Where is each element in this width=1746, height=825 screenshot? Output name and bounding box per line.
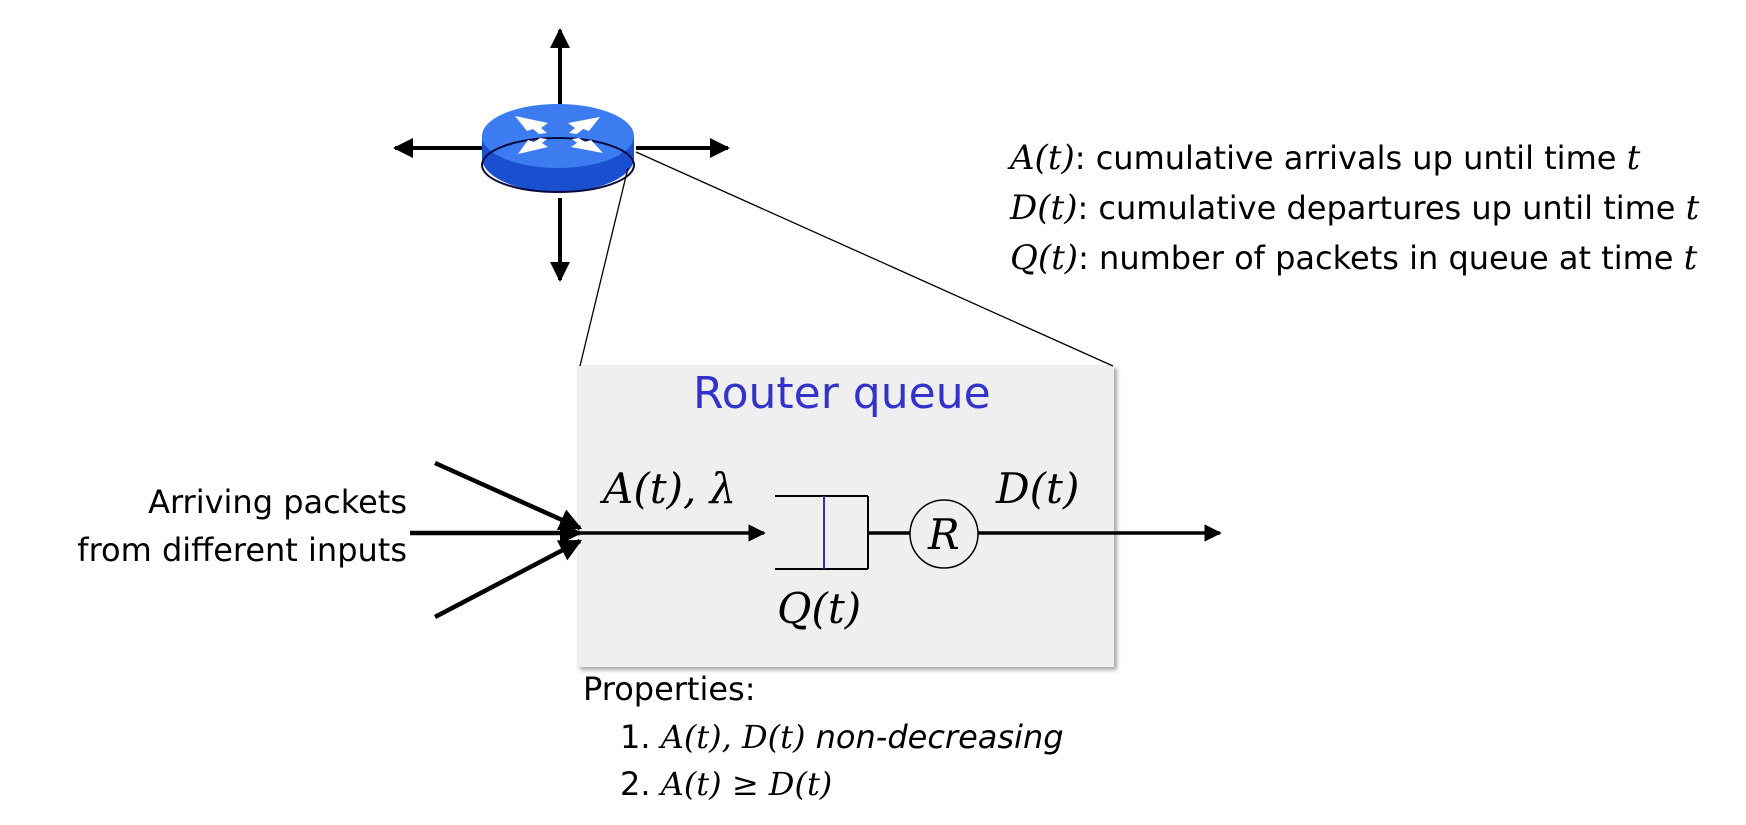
router-icon [481,104,635,193]
definition-arrivals: A(t): cumulative arrivals up until time … [1010,138,1640,178]
queue-label: Q(t) [777,584,862,633]
definition-var: t [1626,138,1641,178]
input-label: Arriving packets from different inputs [77,478,407,574]
input-label-line1: Arriving packets [148,483,407,521]
zoom-lines [579,151,1114,367]
arrival-label: A(t), λ [603,464,737,513]
definition-var: t [1683,238,1698,278]
definition-var: t [1685,188,1700,228]
property-item-2: 2. A(t) ≥ D(t) [620,765,832,803]
property-item-1: 1. A(t), D(t) non-decreasing [620,718,1064,756]
definition-symbol: A(t) [1010,138,1075,178]
input-lines [410,460,583,619]
input-arrow-top [434,460,583,531]
router-queue-title: Router queue [693,368,991,419]
definition-text: : cumulative arrivals up until time [1074,139,1627,177]
server-label: R [928,510,960,559]
definition-text: : number of packets in queue at time [1078,239,1684,277]
input-arrow-bottom [433,539,582,619]
property-math: A(t), D(t) [660,718,806,756]
departure-label: D(t) [996,464,1080,513]
router-arrows [393,28,730,282]
definition-text: : cumulative departures up until time [1077,189,1686,227]
properties-heading: Properties: [583,670,756,708]
property-number: 2. [620,765,651,803]
definition-departures: D(t): cumulative departures up until tim… [1010,188,1699,228]
input-label-line2: from different inputs [77,531,407,569]
property-math: A(t) ≥ D(t) [660,765,833,803]
queue-buffer [775,495,869,570]
definition-symbol: Q(t) [1010,238,1079,278]
definition-symbol: D(t) [1010,188,1078,228]
property-number: 1. [620,718,651,756]
definition-queue: Q(t): number of packets in queue at time… [1010,238,1697,278]
router-queue-box [577,365,1114,667]
property-text: non-decreasing [805,718,1064,756]
